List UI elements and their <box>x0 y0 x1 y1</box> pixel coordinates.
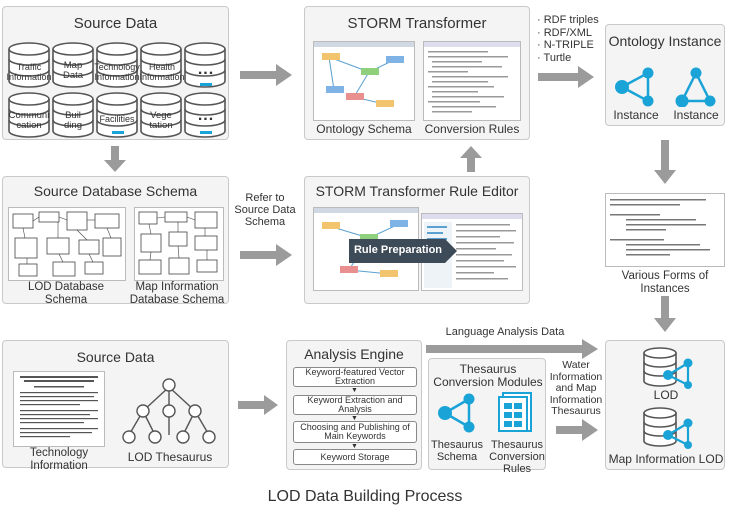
conversion-rules-screenshot <box>423 41 521 121</box>
ontology-instance-title: Ontology Instance <box>608 33 722 49</box>
lod-schema-diagram <box>8 207 126 281</box>
conversion-rules-label: Conversion Rules <box>424 122 520 136</box>
thesaurus-schema-label: Thesaurus Schema <box>431 439 483 464</box>
analysis-step: Keyword Storage <box>293 449 417 465</box>
arrow-right-icon <box>240 64 292 86</box>
db-label: Health Information <box>139 62 185 82</box>
instances-document-image <box>605 193 725 267</box>
analysis-engine-panel: Analysis Engine Keyword-featured Vector … <box>286 340 422 470</box>
lod-panel: LOD Map Information LOD <box>605 340 725 470</box>
source-database-schema-panel: Source Database Schema LOD Database Sche… <box>2 176 229 306</box>
source-data-bottom-title: Source Data <box>76 349 155 365</box>
map-schema-diagram <box>134 207 224 281</box>
diagram-caption: LOD Data Building Process <box>267 488 463 505</box>
rule-editor-title: STORM Transformer Rule Editor <box>315 183 519 199</box>
thesaurus-schema-icon <box>438 393 475 433</box>
thesaurus-conversion-rules-label: Thesaurus Conversion Rules <box>489 439 545 476</box>
analysis-step: Choosing and Publishing of Main Keywords <box>293 421 417 443</box>
language-analysis-label: Language Analysis Data <box>445 326 565 338</box>
arrow-up-icon <box>460 146 482 172</box>
rule-editor-panel: STORM Transformer Rule Editor Rule Prepa… <box>304 176 530 304</box>
analysis-step: Keyword-featured Vector Extraction <box>293 367 417 387</box>
step-arrow-icon: ▼ <box>351 387 358 394</box>
technology-document-image <box>13 371 105 447</box>
db-label: ... <box>197 61 215 78</box>
instance-label: Instance <box>673 108 719 122</box>
lod-label: LOD <box>653 388 679 402</box>
output-formats-list: · RDF triples · RDF/XML · N-TRIPLE · Tur… <box>537 14 599 64</box>
arrow-down-icon <box>104 146 126 172</box>
storm-transformer-title: STORM Transformer <box>347 15 487 32</box>
refer-label: Refer to Source Data Schema <box>234 192 296 229</box>
arrow-down-icon <box>654 296 676 332</box>
db-label: Technology Information <box>94 62 140 82</box>
format-item: · N-TRIPLE <box>537 39 594 51</box>
format-item: · RDF/XML <box>537 26 592 39</box>
arrow-right-icon <box>426 339 598 359</box>
source-database-schema-title: Source Database Schema <box>33 183 198 199</box>
db-label: ... <box>197 107 215 124</box>
map-information-lod-label: Map Information LOD <box>608 452 724 466</box>
rule-preparation-label: Rule Preparation <box>353 244 443 256</box>
db-label: Communi cation <box>8 110 50 132</box>
step-arrow-icon: ▼ <box>351 415 358 422</box>
instance-graph-icon <box>675 67 716 107</box>
db-label: Buil ding <box>64 110 82 132</box>
instance-graph-icon <box>615 67 654 107</box>
various-instances-label: Various Forms of Instances <box>621 270 709 295</box>
db-label: Facilities <box>99 114 135 124</box>
technology-information-label: Technology Information <box>29 447 89 472</box>
ontology-schema-label: Ontology Schema <box>316 122 412 136</box>
arrow-right-icon <box>240 244 292 266</box>
format-item: · Turtle <box>537 51 572 64</box>
water-information-label: Water Information and Map Information Th… <box>549 359 603 418</box>
database-icons <box>8 42 226 138</box>
analysis-step: Keyword Extraction and Analysis <box>293 395 417 415</box>
lod-database-schema-label: LOD Database Schema <box>27 281 105 306</box>
map-lod-database-icon <box>643 407 693 449</box>
source-data-title: Source Data <box>73 15 158 32</box>
instance-label: Instance <box>613 108 659 122</box>
arrow-right-icon <box>538 66 594 88</box>
db-label: Vege tation <box>149 110 173 132</box>
conversion-rules-document-icon <box>498 392 532 432</box>
arrow-right-icon <box>556 419 598 441</box>
lod-thesaurus-label: LOD Thesaurus <box>127 450 213 464</box>
thesaurus-modules-title: Thesaurus Conversion Modules <box>433 362 543 390</box>
storm-transformer-panel: STORM Transformer Ontology Schema Conver… <box>304 6 530 140</box>
source-data-panel: Source Data Traffic Information Map Data… <box>2 6 229 140</box>
analysis-engine-title: Analysis Engine <box>304 346 404 362</box>
lod-database-icon <box>643 347 693 389</box>
ontology-schema-screenshot <box>313 41 415 121</box>
arrow-down-icon <box>654 140 676 184</box>
db-label: Map Data <box>62 60 84 82</box>
lod-thesaurus-tree-icon <box>122 378 216 444</box>
format-item: · RDF triples <box>537 14 599 26</box>
thesaurus-modules-panel: Thesaurus Conversion Modules Thesaurus S… <box>428 358 546 475</box>
step-arrow-icon: ▼ <box>351 443 358 450</box>
ontology-instance-panel: Ontology Instance Instance Instance <box>605 24 725 126</box>
arrow-right-icon <box>238 395 278 415</box>
db-label: Traffic Information <box>6 62 52 82</box>
source-data-bottom-panel: Source Data Technology Information LOD T… <box>2 340 229 472</box>
rule-preparation-badge <box>349 239 457 263</box>
map-database-schema-label: Map Information Database Schema <box>129 281 225 306</box>
